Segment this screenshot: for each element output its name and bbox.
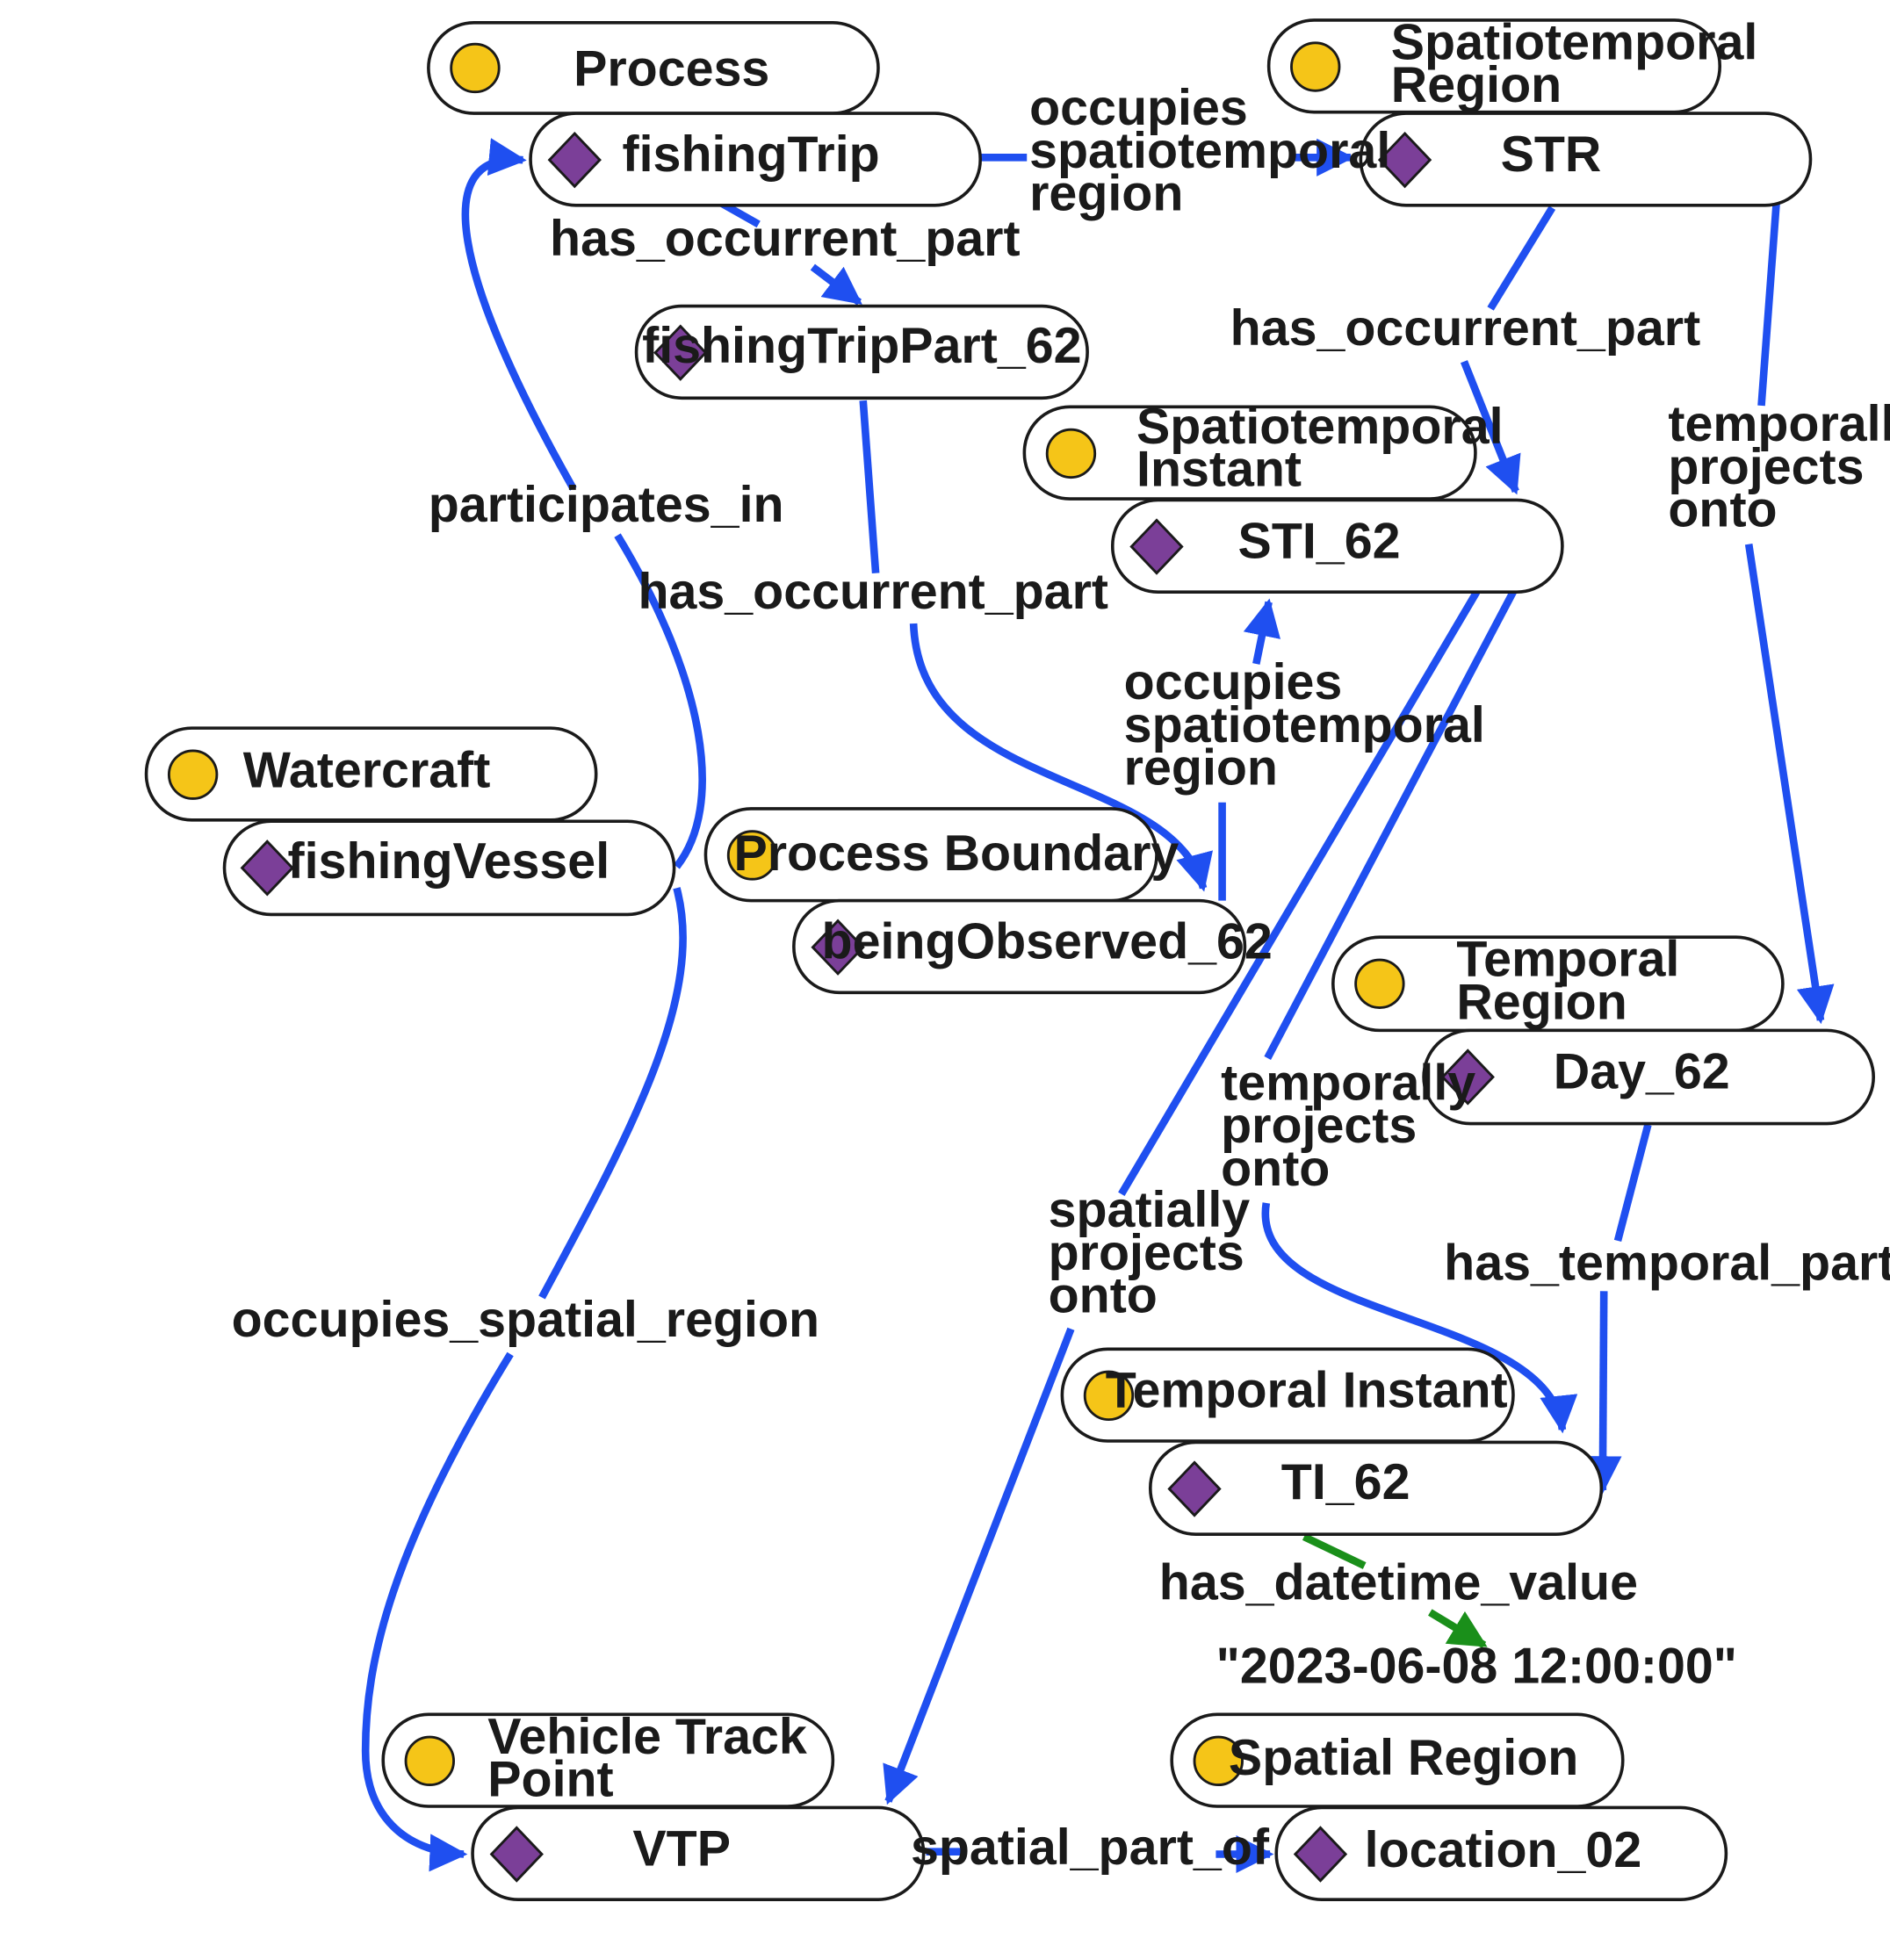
node-label: Spatial Region xyxy=(1229,1730,1578,1786)
class-circle-icon xyxy=(404,1735,455,1787)
edge-sti-spatially-line-a xyxy=(1118,590,1481,1197)
node-label: STR xyxy=(1501,126,1602,183)
edge-label-trip-occupies-str: occupies spatiotemporal region xyxy=(1029,80,1404,222)
edge-label-has-datetime-value: has_datetime_value xyxy=(1159,1555,1638,1611)
class-circle-icon xyxy=(726,830,778,881)
edge-label-sti-spatially-projects: spatially projects onto xyxy=(1049,1182,1265,1324)
individual-diamond-icon xyxy=(811,919,865,976)
edge-participates-in-line-a xyxy=(614,533,706,869)
node-sti[interactable]: STI_62 xyxy=(1110,498,1564,594)
node-sti-class[interactable]: Spatiotemporal Instant xyxy=(1022,399,1517,501)
node-label: Temporal Region xyxy=(1456,932,1693,1031)
class-circle-icon xyxy=(1193,1735,1244,1787)
class-circle-icon xyxy=(1290,41,1341,92)
node-fishing-trip[interactable]: fishingTrip xyxy=(529,112,982,207)
node-label: VTP xyxy=(632,1820,731,1877)
edge-has-datetime-line-a xyxy=(1302,1533,1367,1569)
node-temporal-region-class[interactable]: Temporal Region xyxy=(1331,932,1785,1033)
node-day[interactable]: Day_62 xyxy=(1422,1028,1875,1126)
node-label: Spatiotemporal Region xyxy=(1391,14,1771,113)
node-label: Watercraft xyxy=(243,743,491,799)
node-label: TI_62 xyxy=(1281,1454,1410,1510)
node-label: Spatiotemporal Instant xyxy=(1136,399,1517,498)
edge-sti-temporally-line-b xyxy=(1261,1202,1578,1434)
edge-label-observed-occupies-sti: occupies spatiotemporal region xyxy=(1124,654,1499,796)
class-circle-icon xyxy=(1354,958,1405,1009)
class-circle-icon xyxy=(1083,1370,1135,1422)
node-location[interactable]: location_02 xyxy=(1274,1805,1728,1901)
edge-day-has-temporal-part-line-b xyxy=(1583,1291,1622,1495)
individual-diamond-icon xyxy=(489,1826,544,1883)
individual-diamond-icon xyxy=(653,324,708,381)
edge-label-str-temporally-projects: temporally projects onto xyxy=(1668,396,1890,538)
node-label: fishingTrip xyxy=(623,126,880,183)
class-circle-icon xyxy=(167,749,219,800)
edge-str-temporally-line-a xyxy=(1757,201,1781,407)
edge-participates-in-line-b xyxy=(461,138,577,491)
node-label: fishingVessel xyxy=(288,833,610,890)
class-circle-icon xyxy=(1045,428,1097,479)
node-str-class[interactable]: Spatiotemporal Region xyxy=(1266,14,1772,114)
edge-label-occupies-spatial-region: occupies_spatial_region xyxy=(232,1292,819,1348)
node-spatial-region-class[interactable]: Spatial Region xyxy=(1170,1712,1625,1808)
edge-label-part-has-part: has_occurrent_part xyxy=(638,564,1108,620)
individual-diamond-icon xyxy=(1129,518,1184,575)
edge-occupies-spatial-region-line-a xyxy=(538,887,687,1300)
node-vtp[interactable]: VTP xyxy=(471,1805,926,1901)
node-label: Process Boundary xyxy=(733,825,1179,882)
edge-trip-has-part-line-b xyxy=(810,263,862,306)
node-being-observed[interactable]: beingObserved_62 xyxy=(792,898,1273,995)
node-label: Vehicle Track Point xyxy=(487,1709,820,1808)
edge-label-str-has-part: has_occurrent_part xyxy=(1230,300,1701,357)
edge-label-spatial-part-of: spatial_part_of xyxy=(911,1819,1270,1876)
edge-str-has-part-line-a xyxy=(1487,205,1556,311)
individual-diamond-icon xyxy=(1293,1826,1348,1883)
node-fishing-vessel[interactable]: fishingVessel xyxy=(222,819,676,917)
node-vtp-class[interactable]: Vehicle Track Point xyxy=(381,1709,835,1808)
datetime-literal: "2023-06-08 12:00:00" xyxy=(1216,1638,1737,1694)
node-fishing-trip-part[interactable]: fishingTripPart_62 xyxy=(634,304,1089,400)
node-temporal-instant-class[interactable]: Temporal Instant xyxy=(1060,1347,1515,1443)
node-label: STI_62 xyxy=(1238,513,1401,569)
node-process-class[interactable]: Process xyxy=(427,21,880,115)
edge-sti-spatially-line-b xyxy=(883,1327,1075,1805)
edge-label-day-has-temporal-part: has_temporal_part xyxy=(1444,1235,1890,1291)
individual-diamond-icon xyxy=(547,131,602,189)
edge-has-datetime-line-b xyxy=(1428,1609,1488,1649)
edge-label-sti-temporally-projects: temporally projects onto xyxy=(1221,1055,1490,1197)
edge-label-trip-has-part: has_occurrent_part xyxy=(550,211,1021,267)
individual-diamond-icon xyxy=(1440,1048,1495,1106)
edge-sti-temporally-line-a xyxy=(1264,587,1518,1060)
node-label: fishingTripPart_62 xyxy=(642,318,1081,374)
node-label: Temporal Instant xyxy=(1106,1362,1508,1418)
edge-part-has-part-line-a xyxy=(859,400,880,573)
edge-occupies-spatial-region-line-b xyxy=(361,1351,514,1872)
edge-str-has-part-line-b xyxy=(1460,360,1521,495)
edge-part-has-part-line-b xyxy=(909,623,1213,892)
node-process-boundary-class[interactable]: Process Boundary xyxy=(703,807,1179,903)
node-label: location_02 xyxy=(1365,1822,1642,1878)
node-ti[interactable]: TI_62 xyxy=(1149,1440,1604,1536)
edge-str-temporally-line-b xyxy=(1744,544,1835,1025)
node-label: beingObserved_62 xyxy=(822,914,1273,970)
edge-label-participates-in: participates_in xyxy=(429,477,784,533)
individual-diamond-icon xyxy=(240,839,294,897)
individual-diamond-icon xyxy=(1167,1460,1222,1517)
edge-observed-occupies-sti-line-b xyxy=(1243,598,1280,665)
edge-day-has-temporal-part-line-a xyxy=(1613,1123,1652,1243)
node-watercraft-class[interactable]: Watercraft xyxy=(144,726,598,822)
node-label: Process xyxy=(573,41,769,97)
class-circle-icon xyxy=(450,42,501,94)
node-label: Day_62 xyxy=(1554,1043,1730,1099)
individual-diamond-icon xyxy=(1377,131,1432,189)
node-str[interactable]: STR xyxy=(1359,112,1813,207)
